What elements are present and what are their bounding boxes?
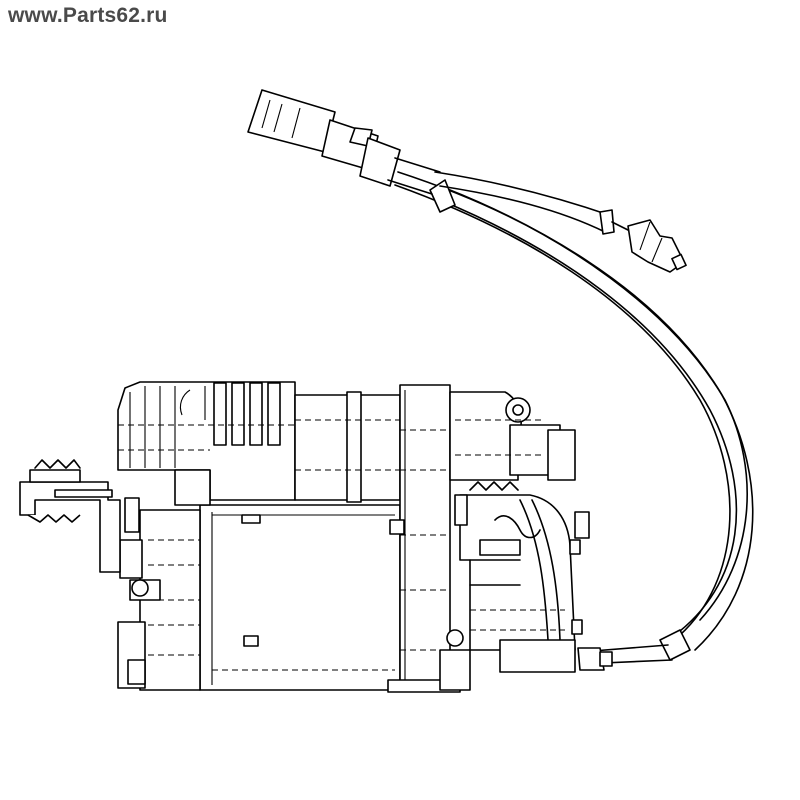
wiring-harness bbox=[394, 171, 754, 671]
watermark-text: www.Parts62.ru bbox=[8, 4, 168, 27]
compressor-body bbox=[19, 381, 590, 693]
harness-connector-small bbox=[627, 219, 687, 273]
harness-connector-main bbox=[247, 89, 441, 195]
